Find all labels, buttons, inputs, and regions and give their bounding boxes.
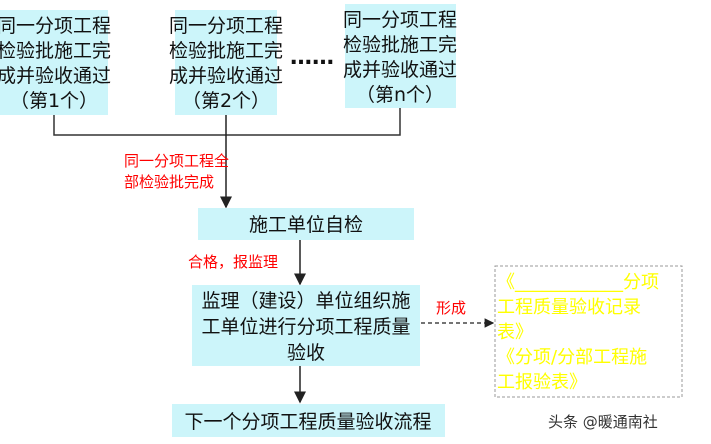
svg-text:验收: 验收 xyxy=(287,342,325,364)
merge-connector xyxy=(53,108,401,136)
svg-text:（第2个）: （第2个） xyxy=(182,90,270,112)
label-pass: 合格，报监理 xyxy=(188,253,278,271)
svg-text:下一个分项工程质量验收流程: 下一个分项工程质量验收流程 xyxy=(184,411,431,433)
svg-text:工程质量验收记录: 工程质量验收记录 xyxy=(497,297,641,318)
svg-text:工单位进行分项工程质量: 工单位进行分项工程质量 xyxy=(201,316,410,338)
svg-text:（第1个）: （第1个） xyxy=(10,90,98,112)
label-all-done-1: 同一分项工程全 xyxy=(124,152,229,170)
svg-text:检验批施工完: 检验批施工完 xyxy=(0,40,111,62)
ellipsis: …… xyxy=(290,45,334,70)
svg-text:成并验收通过: 成并验收通过 xyxy=(169,65,283,87)
svg-text:施工单位自检: 施工单位自检 xyxy=(249,214,363,236)
watermark: 头条 @暖通南社 xyxy=(548,413,658,431)
svg-text:同一分项工程: 同一分项工程 xyxy=(169,15,283,37)
top-box-2: 同一分项工程 检验批施工完 成并验收通过 （第2个） xyxy=(169,10,283,115)
svg-text:《____________分项: 《____________分项 xyxy=(497,272,659,293)
svg-text:监理（建设）单位组织施: 监理（建设）单位组织施 xyxy=(201,290,410,312)
svg-text:表》: 表》 xyxy=(497,322,533,343)
svg-text:成并验收通过: 成并验收通过 xyxy=(343,59,457,81)
svg-text:检验批施工完: 检验批施工完 xyxy=(169,40,283,62)
self-check-box: 施工单位自检 xyxy=(198,208,414,240)
svg-text:成并验收通过: 成并验收通过 xyxy=(0,65,111,87)
acceptance-box: 监理（建设）单位组织施 工单位进行分项工程质量 验收 xyxy=(192,285,420,366)
svg-text:检验批施工完: 检验批施工完 xyxy=(343,34,457,56)
label-all-done-2: 部检验批完成 xyxy=(124,173,214,191)
svg-text:《分项/分部工程施: 《分项/分部工程施 xyxy=(497,347,647,368)
svg-text:工报验表》: 工报验表》 xyxy=(497,372,587,393)
top-box-n: 同一分项工程 检验批施工完 成并验收通过 （第n个） xyxy=(343,4,457,108)
svg-text:同一分项工程: 同一分项工程 xyxy=(343,9,457,31)
output-records-box: 《____________分项 工程质量验收记录 表》 《分项/分部工程施 工报… xyxy=(494,265,683,398)
svg-text:同一分项工程: 同一分项工程 xyxy=(0,15,111,37)
label-form: 形成 xyxy=(436,299,466,317)
next-process-box: 下一个分项工程质量验收流程 xyxy=(172,404,445,437)
top-box-1: 同一分项工程 检验批施工完 成并验收通过 （第1个） xyxy=(0,10,111,115)
svg-text:（第n个）: （第n个） xyxy=(356,84,444,106)
